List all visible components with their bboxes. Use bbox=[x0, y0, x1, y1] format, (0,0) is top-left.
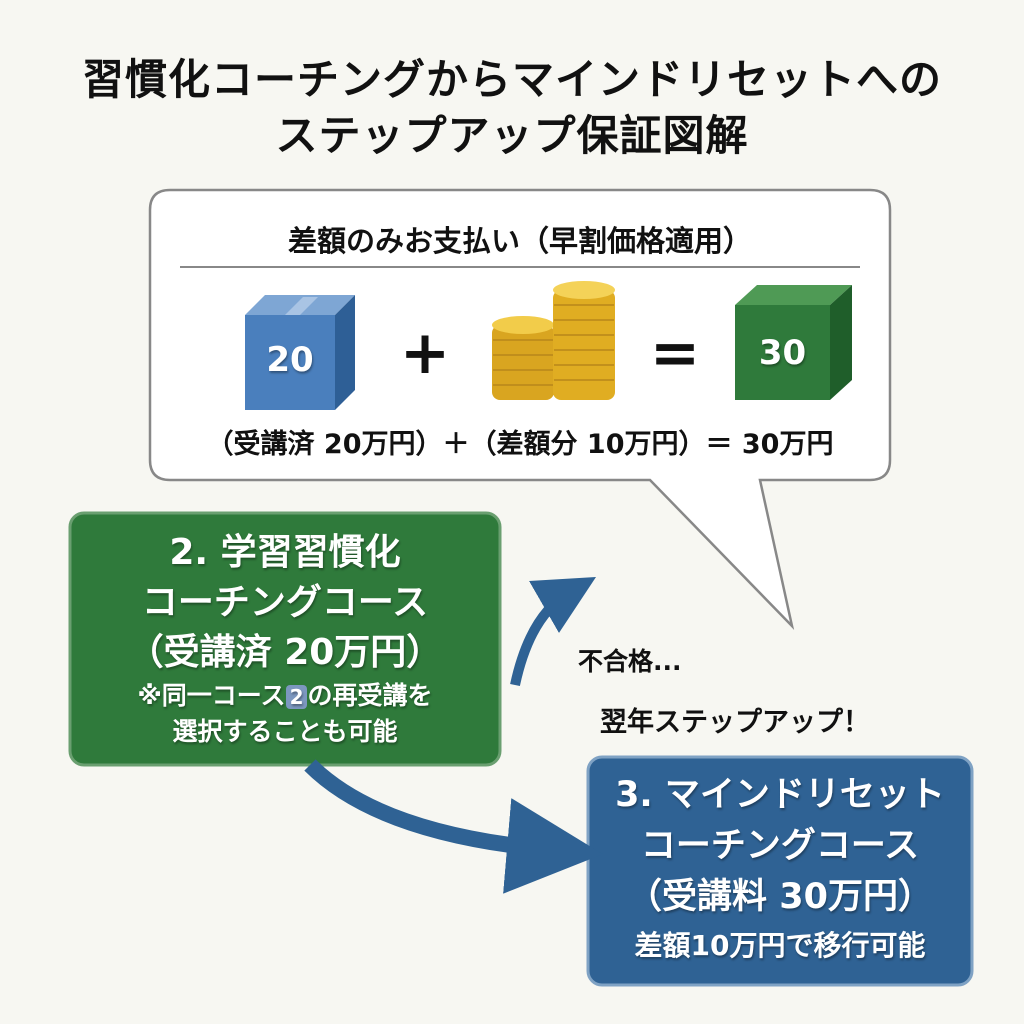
green-cube-value: 30 bbox=[758, 333, 807, 373]
green-cube-icon bbox=[735, 285, 852, 400]
note-text: ※同一コース bbox=[137, 681, 286, 710]
coins-icon bbox=[492, 281, 615, 400]
blue-cube-icon bbox=[245, 295, 355, 410]
bubble-heading: 差額のみお支払い（早割価格適用） bbox=[287, 224, 752, 258]
fail-arrow bbox=[510, 577, 596, 687]
course3-price: （受講料 30万円） bbox=[627, 877, 933, 917]
course2-note-2: 選択することも可能 bbox=[172, 717, 398, 746]
course3-box: 3. マインドリセット コーチングコース （受講料 30万円） 差額10万円で移… bbox=[588, 770, 972, 969]
course2-box-bg bbox=[68, 511, 502, 767]
badge-2-icon: 2 bbox=[285, 685, 308, 709]
plus-sign: + bbox=[399, 318, 451, 388]
course3-title: 3. マインドリセット bbox=[615, 775, 945, 815]
stepup-label: 翌年ステップアップ！ bbox=[600, 707, 870, 738]
title-line-1: 習慣化コーチングからマインドリセットへの bbox=[81, 55, 942, 104]
course2-subtitle: コーチングコース bbox=[141, 582, 429, 623]
course2-price: （受講済 20万円） bbox=[127, 632, 443, 673]
stepup-arrow bbox=[304, 759, 603, 894]
fail-label: 不合格... bbox=[578, 647, 682, 676]
equals-sign: = bbox=[649, 318, 701, 388]
course3-note: 差額10万円で移行可能 bbox=[634, 929, 926, 962]
equation-text: （受講済 20万円）＋（差額分 10万円）＝ 30万円 bbox=[206, 429, 834, 460]
note-text: の再受講を bbox=[307, 681, 433, 710]
course3-subtitle: コーチングコース bbox=[640, 826, 920, 866]
title-line-2: ステップアップ保証図解 bbox=[275, 111, 749, 160]
blue-cube-value: 20 bbox=[266, 340, 314, 380]
course2-title: 2. 学習習慣化 bbox=[169, 532, 401, 573]
